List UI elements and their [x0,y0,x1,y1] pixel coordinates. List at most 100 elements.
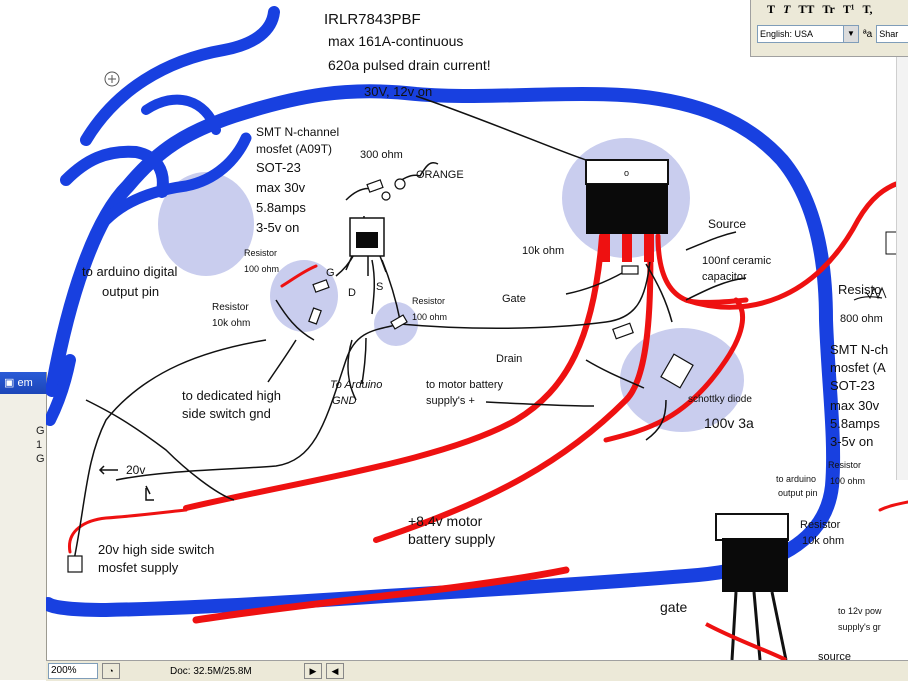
label: 10k ohm [802,535,844,547]
label: 10k ohm [212,318,250,329]
label: 100v 3a [704,415,754,431]
label: schottky diode [688,394,752,405]
crosshair-cursor-icon [104,71,120,87]
background-window[interactable]: ▣ em G 1 G [0,372,47,680]
schematic-labels: IRLR7843PBF max 161A-continuous 620a pul… [82,11,888,660]
label: 100 ohm [830,476,865,486]
smt-mosfet [345,217,387,276]
label: Drain [496,353,522,365]
label: Source [708,217,746,231]
resistor-glyphs [67,178,694,573]
text-style-buttons: T T TT Tr T¹ T, [751,0,908,17]
smt-label: SOT-23 [256,160,301,175]
label: ORANGE [416,169,464,181]
red-traces [68,181,908,624]
zoom-field[interactable]: 200% [48,663,98,679]
label: to motor battery [426,379,504,391]
all-caps-button[interactable]: TT [798,2,815,16]
label: battery supply [408,531,495,547]
label: G [326,267,335,279]
smt-label: 5.8amps [256,200,306,215]
label: supply's gr [838,622,881,632]
faux-bold-button[interactable]: T [767,2,776,16]
label: SOT-23 [830,378,875,393]
label: 800 ohm [840,313,883,325]
antialias-select[interactable]: Shar [876,25,908,43]
antialias-icon: ªa [862,28,873,40]
smt-label: mosfet (A09T) [256,142,332,156]
smt-label: SMT N-channel [256,125,339,139]
label: Resisto [838,282,881,297]
label: 3-5v on [830,434,873,449]
label: max 30v [830,398,880,413]
label: 10k ohm [522,245,564,257]
mosfet-continuous-label: max 161A-continuous [328,33,463,49]
drawing-canvas[interactable]: o [46,0,908,660]
label: to 12v pow [838,606,882,616]
label: output pin [102,284,159,299]
label: S [376,281,383,293]
left-panel-line: 1 [36,439,43,451]
label: capacitor [702,271,747,283]
label: To Arduino [330,379,382,391]
character-panel: T T TT Tr T¹ T, English: USA ▼ ªa Shar [750,0,908,57]
arrow-marks [98,465,151,495]
status-menu-button[interactable]: ◔ [102,663,120,679]
label: Resistor [800,519,841,531]
mosfet-pulsed-label: 620a pulsed drain current! [328,57,491,73]
subscript-button[interactable]: T, [862,2,873,16]
label: supply's + [426,395,475,407]
scroll-left-button[interactable]: ◀ [326,663,344,679]
label: 20v high side switch [98,542,214,557]
label: output pin [778,488,818,498]
label: D [348,287,356,299]
label: source [818,651,851,660]
label: Resistor [244,248,277,258]
label: Gate [502,293,526,305]
superscript-button[interactable]: T¹ [842,2,855,16]
label: SMT N-ch [830,342,888,357]
lower-mosfet [705,513,789,660]
smt-label: max 30v [256,180,306,195]
label: side switch gnd [182,406,271,421]
language-select[interactable]: English: USA ▼ [757,25,859,43]
small-caps-button[interactable]: Tr [822,2,835,16]
label: 100 ohm [412,312,447,322]
smt-label: 3-5v on [256,220,299,235]
label: mosfet supply [98,560,179,575]
zoom-value: 200% [51,665,77,676]
label: 300 ohm [360,149,403,161]
mosfet-voltage-label: 30V, 12v on [364,84,432,99]
main-mosfet: o [585,159,669,262]
faux-italic-button[interactable]: T [783,2,791,16]
label: Resistor [212,302,249,313]
background-window-title[interactable]: ▣ em [0,372,46,394]
background-window-text: G 1 G [0,394,46,466]
status-bar: 200% ◔ Doc: 32.5M/25.8M ▶ ◀ [46,660,908,681]
label: gate [660,599,687,615]
doc-size-info: Doc: 32.5M/25.8M [170,665,252,677]
black-wires [73,95,747,561]
label: to dedicated high [182,388,281,403]
chevron-down-icon[interactable]: ▼ [842,26,858,42]
label: to arduino digital [82,264,178,279]
label: 100nf ceramic [702,255,772,267]
label: GND [332,395,357,407]
left-panel-line: G [36,453,45,465]
mosfet-part-label: IRLR7843PBF [324,11,421,28]
label: +8.4v motor [408,513,483,529]
window-icon: ▣ [4,377,18,389]
label: 5.8amps [830,416,880,431]
svg-text:o: o [624,168,629,178]
label: Resistor [412,296,445,306]
label: mosfet (A [830,360,886,375]
label: Resistor [828,460,861,470]
label: 100 ohm [244,264,279,274]
language-value: English: USA [760,29,814,39]
vertical-scrollbar[interactable] [896,56,908,480]
label: to arduino [776,474,816,484]
label: 20v [126,463,145,477]
left-panel-line: G [36,425,45,437]
status-arrow-button[interactable]: ▶ [304,663,322,679]
antialias-value: Shar [879,29,899,39]
